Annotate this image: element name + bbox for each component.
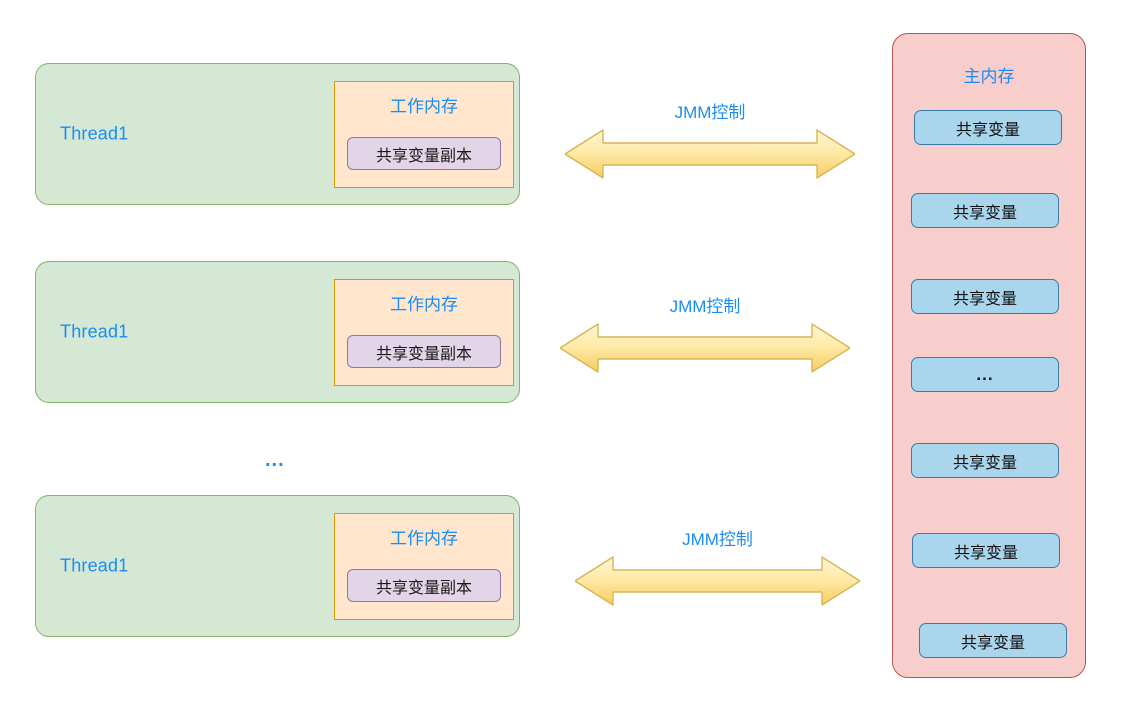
thread-box-2[interactable]: Thread1 工作内存 共享变量副本 bbox=[35, 261, 520, 403]
thread-box-1[interactable]: Thread1 工作内存 共享变量副本 bbox=[35, 63, 520, 205]
shared-variable-item-6[interactable]: 共享变量 bbox=[912, 533, 1060, 568]
bidirectional-arrow-icon-3 bbox=[575, 556, 860, 606]
jmm-control-label-2: JMM控制 bbox=[669, 297, 741, 316]
working-memory-1[interactable]: 工作内存 共享变量副本 bbox=[334, 81, 514, 188]
thread-box-3[interactable]: Thread1 工作内存 共享变量副本 bbox=[35, 495, 520, 637]
shared-variable-item-1[interactable]: 共享变量 bbox=[914, 110, 1062, 145]
bidirectional-arrow-icon-2 bbox=[560, 323, 850, 373]
thread-label-2: Thread1 bbox=[60, 321, 129, 342]
shared-variable-copy-2[interactable]: 共享变量副本 bbox=[347, 335, 501, 368]
jmm-control-label-3: JMM控制 bbox=[682, 530, 753, 549]
working-memory-title-1: 工作内存 bbox=[390, 97, 458, 116]
thread-label-3: Thread1 bbox=[60, 555, 129, 576]
thread-list-ellipsis: ... bbox=[265, 449, 285, 471]
shared-variable-item-ellipsis[interactable]: ... bbox=[911, 357, 1059, 392]
thread-label-1: Thread1 bbox=[60, 123, 129, 144]
shared-variable-item-7[interactable]: 共享变量 bbox=[919, 623, 1067, 658]
shared-variable-copy-1[interactable]: 共享变量副本 bbox=[347, 137, 501, 170]
shared-variable-item-5[interactable]: 共享变量 bbox=[911, 443, 1059, 478]
main-memory-title: 主内存 bbox=[963, 67, 1015, 86]
working-memory-2[interactable]: 工作内存 共享变量副本 bbox=[334, 279, 514, 386]
shared-variable-item-3[interactable]: 共享变量 bbox=[911, 279, 1059, 314]
working-memory-title-3: 工作内存 bbox=[390, 529, 458, 548]
jmm-control-label-1: JMM控制 bbox=[674, 103, 746, 122]
working-memory-3[interactable]: 工作内存 共享变量副本 bbox=[334, 513, 514, 620]
shared-variable-item-2[interactable]: 共享变量 bbox=[911, 193, 1059, 228]
working-memory-title-2: 工作内存 bbox=[390, 295, 458, 314]
shared-variable-copy-3[interactable]: 共享变量副本 bbox=[347, 569, 501, 602]
main-memory-container[interactable]: 主内存 共享变量 共享变量 共享变量 ... 共享变量 共享变量 共享变量 bbox=[892, 33, 1086, 678]
bidirectional-arrow-icon-1 bbox=[565, 129, 855, 179]
